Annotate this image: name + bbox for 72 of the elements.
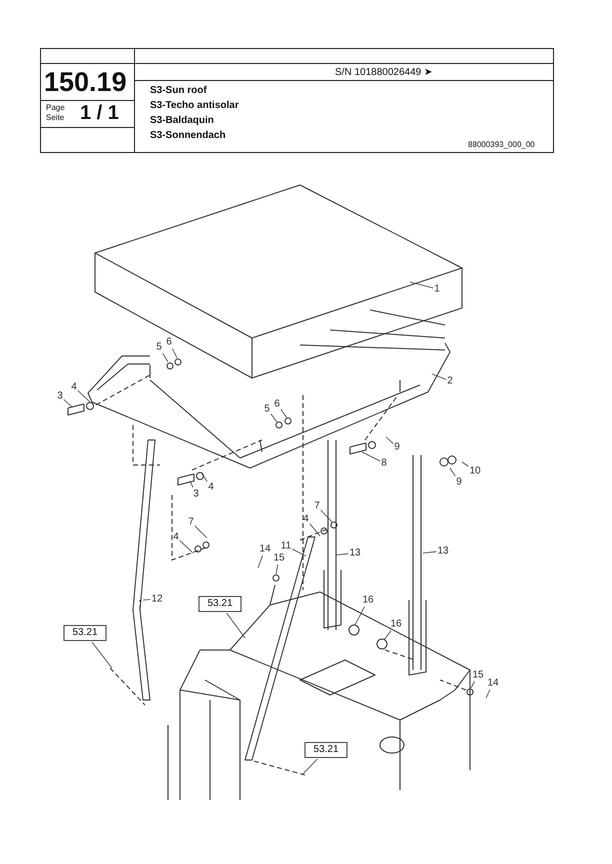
sheet-title: S3-Baldaquin: [150, 115, 214, 127]
callout-number: 7: [188, 516, 194, 528]
leader-line: [486, 689, 490, 698]
leader-line: [309, 523, 320, 536]
callout-number: 1: [434, 284, 440, 294]
leader-line: [190, 480, 194, 488]
callout-number: 13: [437, 546, 449, 556]
page-number: 1 / 1: [80, 102, 119, 124]
callout-number: 3: [193, 488, 199, 500]
leader-line: [77, 390, 90, 402]
callout-number: 14: [487, 678, 499, 688]
callout-number: 9: [456, 476, 462, 488]
callout-number: 4: [208, 482, 214, 492]
callout-number: 3: [57, 390, 63, 402]
leader-line: [410, 282, 434, 288]
leader-line: [362, 452, 381, 462]
leader-line: [276, 564, 278, 574]
callout-number: 15: [472, 670, 484, 680]
leader-line: [202, 474, 208, 482]
leader-line: [179, 540, 194, 554]
leader-line: [258, 555, 263, 568]
page-reference-box: 53.21: [63, 625, 107, 641]
callout-number: 8: [381, 458, 387, 468]
callout-number: 4: [71, 382, 77, 392]
callout-number: 2: [447, 376, 453, 386]
serial-number: S/N 101880026449 ➤: [335, 67, 432, 79]
leader-line: [142, 599, 151, 600]
page-reference-box: 53.21: [304, 742, 348, 758]
callout-number: 4: [303, 514, 309, 524]
callout-number: 12: [151, 594, 163, 604]
leader-line: [320, 510, 332, 522]
page-label: Page: [46, 103, 65, 112]
callout-number: 16: [390, 618, 402, 630]
page-reference-box: 53.21: [198, 596, 242, 612]
leader-line: [280, 408, 288, 418]
sheet-title: S3-Techo antisolar: [150, 100, 239, 112]
callout-number: 5: [264, 404, 270, 414]
callout-number: 4: [173, 532, 179, 542]
leader-line: [63, 399, 72, 408]
callout-number: 7: [314, 500, 320, 512]
callout-number: 16: [362, 594, 374, 606]
leader-line: [354, 606, 365, 626]
callout-number: 14: [259, 544, 271, 554]
leader-line: [226, 612, 246, 638]
leader-line: [470, 681, 475, 688]
callout-number: 13: [349, 548, 361, 558]
drawing-number: 88000393_000_00: [468, 140, 535, 150]
leader-line: [172, 348, 178, 358]
page-label: Seite: [46, 113, 64, 122]
title-text: 150.19: [44, 66, 127, 99]
leader-line: [450, 468, 456, 476]
callout-number: 15: [273, 552, 285, 564]
leader-line: [386, 436, 394, 444]
leader-line: [292, 548, 306, 556]
callout-number: 5: [156, 342, 162, 352]
leader-line: [302, 758, 318, 776]
sheet-title: S3-Sonnendach: [150, 130, 226, 142]
leader-line: [384, 630, 392, 640]
callout-number: 6: [274, 398, 280, 410]
leader-line: [270, 414, 278, 422]
callout-number: 11: [280, 540, 292, 552]
callout-number: 6: [166, 336, 172, 348]
callout-number: 9: [394, 442, 400, 452]
leader-line: [462, 462, 469, 467]
callout-number: 10: [469, 466, 481, 476]
leader-line: [422, 551, 437, 554]
leader-line: [432, 374, 447, 380]
leader-line: [162, 352, 168, 362]
leader-line: [336, 553, 349, 556]
sheet-title: S3-Sun roof: [150, 85, 207, 97]
leader-line: [194, 525, 208, 538]
leader-line: [92, 642, 112, 668]
